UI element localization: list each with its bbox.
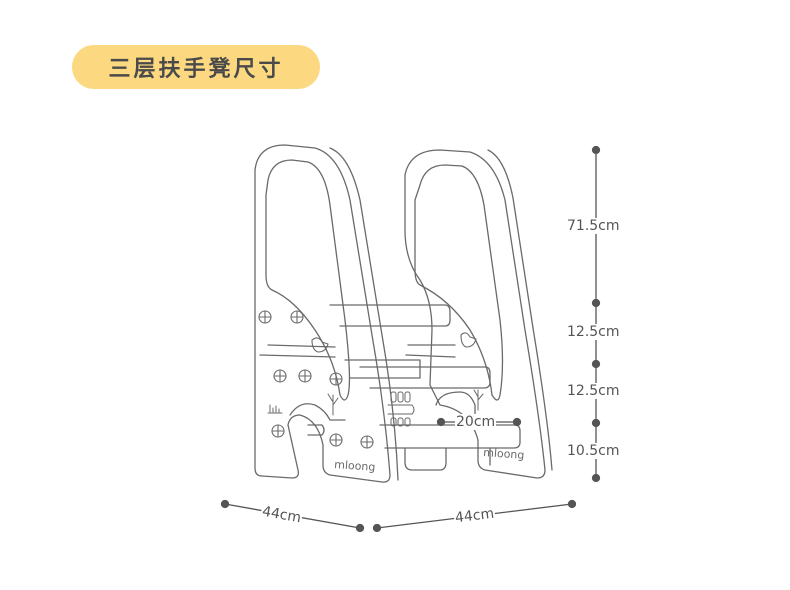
dim-height-base: 10.5cm: [566, 443, 621, 459]
rung-slots: [387, 391, 415, 427]
brand-logo-left: mloong: [334, 458, 376, 474]
title-pill: 三层扶手凳尺寸: [72, 45, 320, 89]
bird-icon: [311, 337, 329, 353]
bolt-icons: [258, 310, 374, 449]
dim-height-step1: 12.5cm: [566, 324, 621, 340]
left-side-panel: [254, 144, 399, 483]
dim-height-step2: 12.5cm: [566, 383, 621, 399]
page-title: 三层扶手凳尺寸: [108, 57, 284, 82]
brand-logo-right: mloong: [483, 446, 525, 462]
dim-height-top: 71.5cm: [566, 218, 621, 234]
right-side-panel: [404, 149, 553, 479]
bird-icon: [460, 332, 477, 348]
tree-icon: [473, 389, 484, 411]
dim-inner-width: 20cm: [455, 414, 497, 430]
grass-icon: [267, 404, 283, 414]
dimension-lines: [220, 145, 601, 533]
tree-icon: [327, 393, 339, 416]
